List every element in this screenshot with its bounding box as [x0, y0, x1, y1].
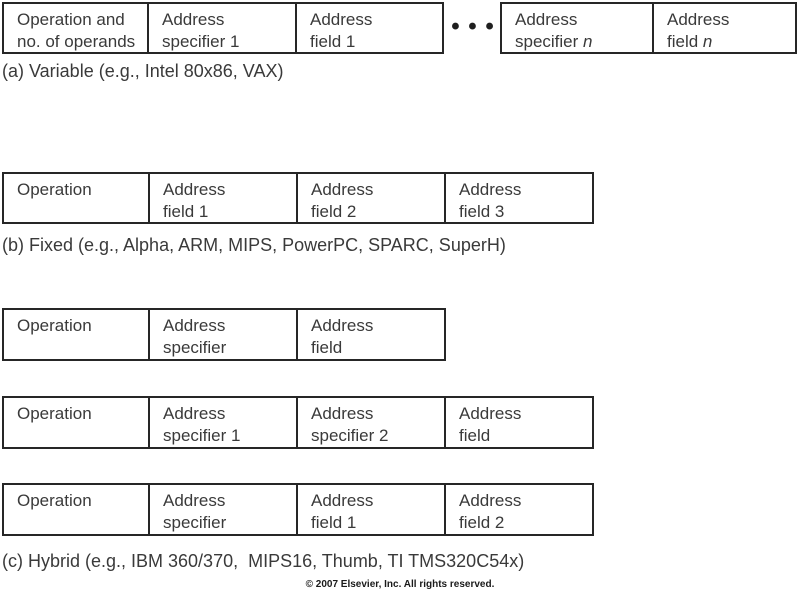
cell-line-text: field [667, 32, 703, 51]
variable-format-group1: Operation and no. of operands Address sp… [2, 2, 444, 54]
cell-line: Address [667, 10, 730, 29]
hybrid-format-row-1: Operation Address specifier Address fiel… [2, 308, 446, 361]
cell-line: field 2 [311, 202, 357, 221]
cell-line: Operation [17, 316, 92, 335]
field-cell-address-field: Address field [444, 398, 592, 447]
cell-line: Address [459, 404, 522, 423]
caption-fixed: (b) Fixed (e.g., Alpha, ARM, MIPS, Power… [2, 235, 506, 255]
field-cell-operation: Operation [4, 398, 148, 447]
cell-line: specifier n [515, 31, 648, 52]
cell-line: Address [311, 404, 374, 423]
cell-line: Address [310, 10, 373, 29]
field-cell-address-specifier-n: Address specifier n [502, 4, 652, 52]
italic-n: n [583, 32, 593, 51]
cell-line: specifier 2 [311, 426, 389, 445]
cell-line: field n [667, 31, 791, 52]
cell-line: field [459, 426, 491, 445]
field-cell-operation: Operation [4, 485, 148, 534]
cell-line-text: specifier [515, 32, 584, 51]
copyright-notice: © 2007 Elsevier, Inc. All rights reserve… [305, 579, 495, 590]
caption-variable: (a) Variable (e.g., Intel 80x86, VAX) [2, 61, 284, 81]
italic-n: n [702, 32, 713, 51]
field-cell-address-field-1: Address field 1 [148, 174, 296, 222]
field-cell-operation: Operation [4, 174, 148, 222]
field-cell-address-field-2: Address field 2 [296, 174, 444, 222]
fixed-format-row: Operation Address field 1 Address field … [2, 172, 594, 224]
cell-line: field 2 [459, 513, 505, 532]
field-cell-address-specifier: Address specifier [148, 310, 296, 359]
field-cell-address-field-3: Address field 3 [444, 174, 592, 222]
caption-hybrid: (c) Hybrid (e.g., IBM 360/370, MIPS16, T… [2, 551, 525, 571]
field-cell-address-field-1: Address field 1 [296, 485, 444, 534]
field-cell-address-specifier-2: Address specifier 2 [296, 398, 444, 447]
cell-line: Address [162, 10, 225, 29]
cell-line: Address [515, 10, 578, 29]
cell-line: field 1 [310, 32, 356, 51]
cell-line: Operation [17, 491, 92, 510]
field-cell-address-field-1: Address field 1 [295, 4, 442, 52]
cell-line: Address [163, 180, 226, 199]
cell-line: Operation and [17, 10, 125, 29]
cell-line: specifier 1 [163, 426, 241, 445]
ellipsis-icon: • • • [451, 13, 495, 40]
cell-line: specifier 1 [162, 32, 240, 51]
cell-line: specifier [163, 338, 227, 357]
cell-line: Address [311, 180, 374, 199]
cell-line: specifier [163, 513, 227, 532]
cell-line: Address [311, 316, 374, 335]
cell-line: Address [311, 491, 374, 510]
field-cell-address-field-n: Address field n [652, 4, 795, 52]
cell-line: field 1 [163, 202, 209, 221]
cell-line: Operation [17, 404, 92, 423]
cell-line: field [311, 338, 343, 357]
cell-line: Operation [17, 180, 92, 199]
variable-format-group2: Address specifier n Address field n [500, 2, 797, 54]
cell-line: Address [459, 180, 522, 199]
field-cell-address-specifier-1: Address specifier 1 [147, 4, 295, 52]
hybrid-format-row-3: Operation Address specifier Address fiel… [2, 483, 594, 536]
field-cell-address-specifier: Address specifier [148, 485, 296, 534]
hybrid-format-row-2: Operation Address specifier 1 Address sp… [2, 396, 594, 449]
cell-line: no. of operands [17, 32, 136, 51]
cell-line: Address [163, 404, 226, 423]
cell-line: Address [459, 491, 522, 510]
cell-line: field 1 [311, 513, 357, 532]
field-cell-operation-and-operands: Operation and no. of operands [4, 4, 147, 52]
field-cell-address-specifier-1: Address specifier 1 [148, 398, 296, 447]
field-cell-address-field-2: Address field 2 [444, 485, 592, 534]
cell-line: Address [163, 491, 226, 510]
cell-line: Address [163, 316, 226, 335]
cell-line: field 3 [459, 202, 505, 221]
field-cell-operation: Operation [4, 310, 148, 359]
field-cell-address-field: Address field [296, 310, 444, 359]
